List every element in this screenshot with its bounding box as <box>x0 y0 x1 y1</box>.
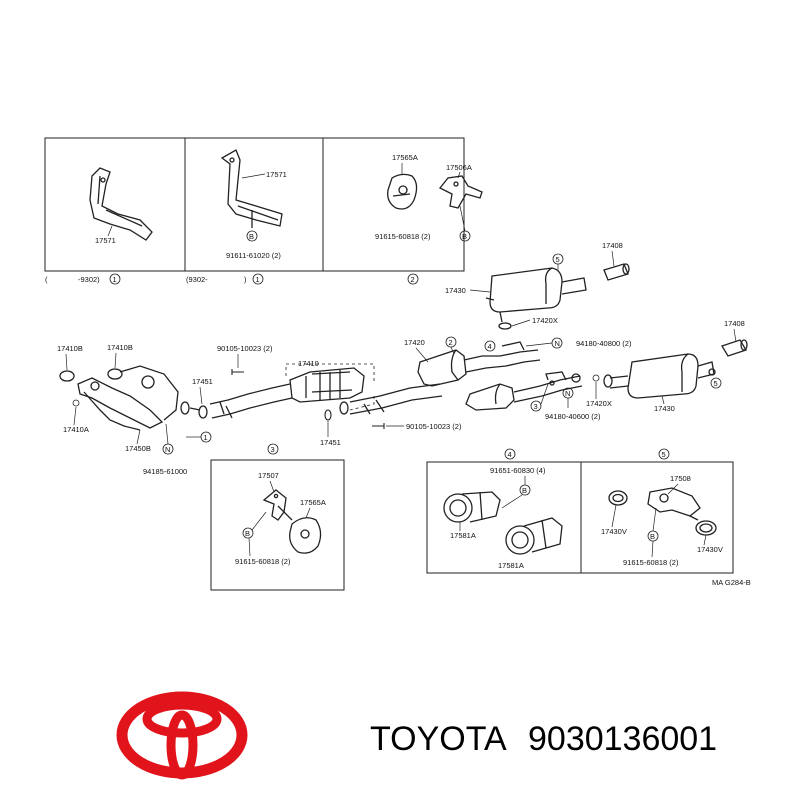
range-p2: (9302- <box>186 275 208 284</box>
intermediate-pipe-muffler <box>465 371 583 411</box>
label-17450b: 17450B <box>125 444 151 453</box>
bracket-17571-left <box>89 167 153 241</box>
bolt-key-p4: B <box>522 486 527 495</box>
label-17430v-left: 17430V <box>601 527 627 536</box>
label-17507: 17507 <box>258 471 279 480</box>
front-pipe-catalytic-converter <box>198 367 365 419</box>
nut-key-left: N <box>165 445 170 454</box>
cushion-17565a-top <box>387 173 418 210</box>
ref-circle-5-right: 5 <box>714 379 718 388</box>
bolt-p5: 91615-60818 (2) <box>623 558 679 567</box>
label-94185: 94185-61000 <box>143 467 187 476</box>
bolt-p3: 91615-60818 (2) <box>375 232 431 241</box>
nut-key-bottom: N <box>565 389 570 398</box>
label-17410b-a: 17410B <box>57 344 83 353</box>
range-close-p2: ) <box>244 275 247 284</box>
label-17565a-top: 17565A <box>392 153 418 162</box>
label-17430-right: 17430 <box>654 404 675 413</box>
label-17451-a: 17451 <box>192 377 213 386</box>
label-17451-b: 17451 <box>320 438 341 447</box>
label-17420: 17420 <box>404 338 425 347</box>
ring-17430v-left <box>608 490 628 506</box>
label-17408-top: 17408 <box>602 241 623 250</box>
label-17571-p1: 17571 <box>95 236 116 245</box>
brand-name: TOYOTA <box>370 720 507 758</box>
bolt-key-p2: B <box>249 232 254 241</box>
ref-circle-3-bottom: 3 <box>271 445 275 454</box>
ring-17430v-right <box>695 520 717 536</box>
ref-circle-p1: 1 <box>113 275 117 284</box>
label-17571-p2: 17571 <box>266 170 287 179</box>
ref-circle-4-bottom: 4 <box>508 450 512 459</box>
top-inset-boxes <box>44 137 465 272</box>
bolt-key-p5: B <box>650 532 655 541</box>
muffler-17430-right <box>603 353 716 399</box>
ref-circle-1: 1 <box>204 433 208 442</box>
catalyst-dashed-group <box>285 363 375 411</box>
range-p1: -9302) <box>78 275 100 284</box>
ref-circle-p3: 2 <box>411 275 415 284</box>
part-number: 9030136001 <box>528 720 717 758</box>
tail-pipe-17408-right <box>721 339 748 357</box>
sub-muffler-17420 <box>417 341 541 387</box>
label-94180-top: 94180-40800 (2) <box>576 339 632 348</box>
ref-circle-5-top: 5 <box>556 255 560 264</box>
bolt-p3b: 91615-60818 (2) <box>235 557 291 566</box>
bracket-17508 <box>647 487 701 521</box>
exhaust-manifold <box>59 365 201 431</box>
label-17410: 17410 <box>298 359 319 368</box>
bracket-17506a-top <box>438 175 483 209</box>
cushion-17565a-bottom <box>289 517 322 554</box>
ref-circle-2: 2 <box>449 338 453 347</box>
ref-circle-p2: 1 <box>256 275 260 284</box>
label-17430v-right: 17430V <box>697 545 723 554</box>
bolt-p2: 91611-61020 (2) <box>226 251 281 260</box>
bolt-key-p3: B <box>462 232 467 241</box>
label-17508: 17508 <box>670 474 691 483</box>
label-17420x-right: 17420X <box>586 399 612 408</box>
label-17430-top: 17430 <box>445 286 466 295</box>
label-17410b-b: 17410B <box>107 343 133 352</box>
ref-circle-3: 3 <box>534 402 538 411</box>
range-open-p1: ( <box>45 275 48 284</box>
nut-key-top: N <box>555 339 560 348</box>
bracket-17571-middle <box>220 149 283 228</box>
label-17506a-top: 17506A <box>446 163 472 172</box>
heat-insulator-17581a-left <box>443 491 501 523</box>
label-17408-right: 17408 <box>724 319 745 328</box>
center-pipe <box>339 383 443 415</box>
label-90105-bottom: 90105-10023 (2) <box>406 422 462 431</box>
bolt-90105-top <box>231 369 244 375</box>
label-94180-bottom: 94180-40600 (2) <box>545 412 601 421</box>
bolt-p4: 91651-60830 (4) <box>490 466 546 475</box>
label-17420x-top: 17420X <box>532 316 558 325</box>
label-17581a-right: 17581A <box>498 561 524 570</box>
label-90105-top: 90105-10023 (2) <box>217 344 273 353</box>
bolt-90105-bottom <box>372 423 385 429</box>
ref-circle-5-bottom: 5 <box>662 450 666 459</box>
toyota-logo-icon <box>116 691 248 780</box>
figure-code: MA G284-B <box>712 578 751 587</box>
bracket-17507 <box>262 489 293 521</box>
label-17410a: 17410A <box>63 425 89 434</box>
muffler-17430-top <box>485 267 587 330</box>
label-17581a-left: 17581A <box>450 531 476 540</box>
ref-circle-4: 4 <box>488 342 492 351</box>
tail-pipe-17408-top <box>603 263 630 281</box>
label-17565a-bottom: 17565A <box>300 498 326 507</box>
bottom-inset-boxes <box>210 459 734 591</box>
bolt-key-p3b: B <box>245 529 250 538</box>
heat-insulator-17581a-right <box>505 517 563 555</box>
